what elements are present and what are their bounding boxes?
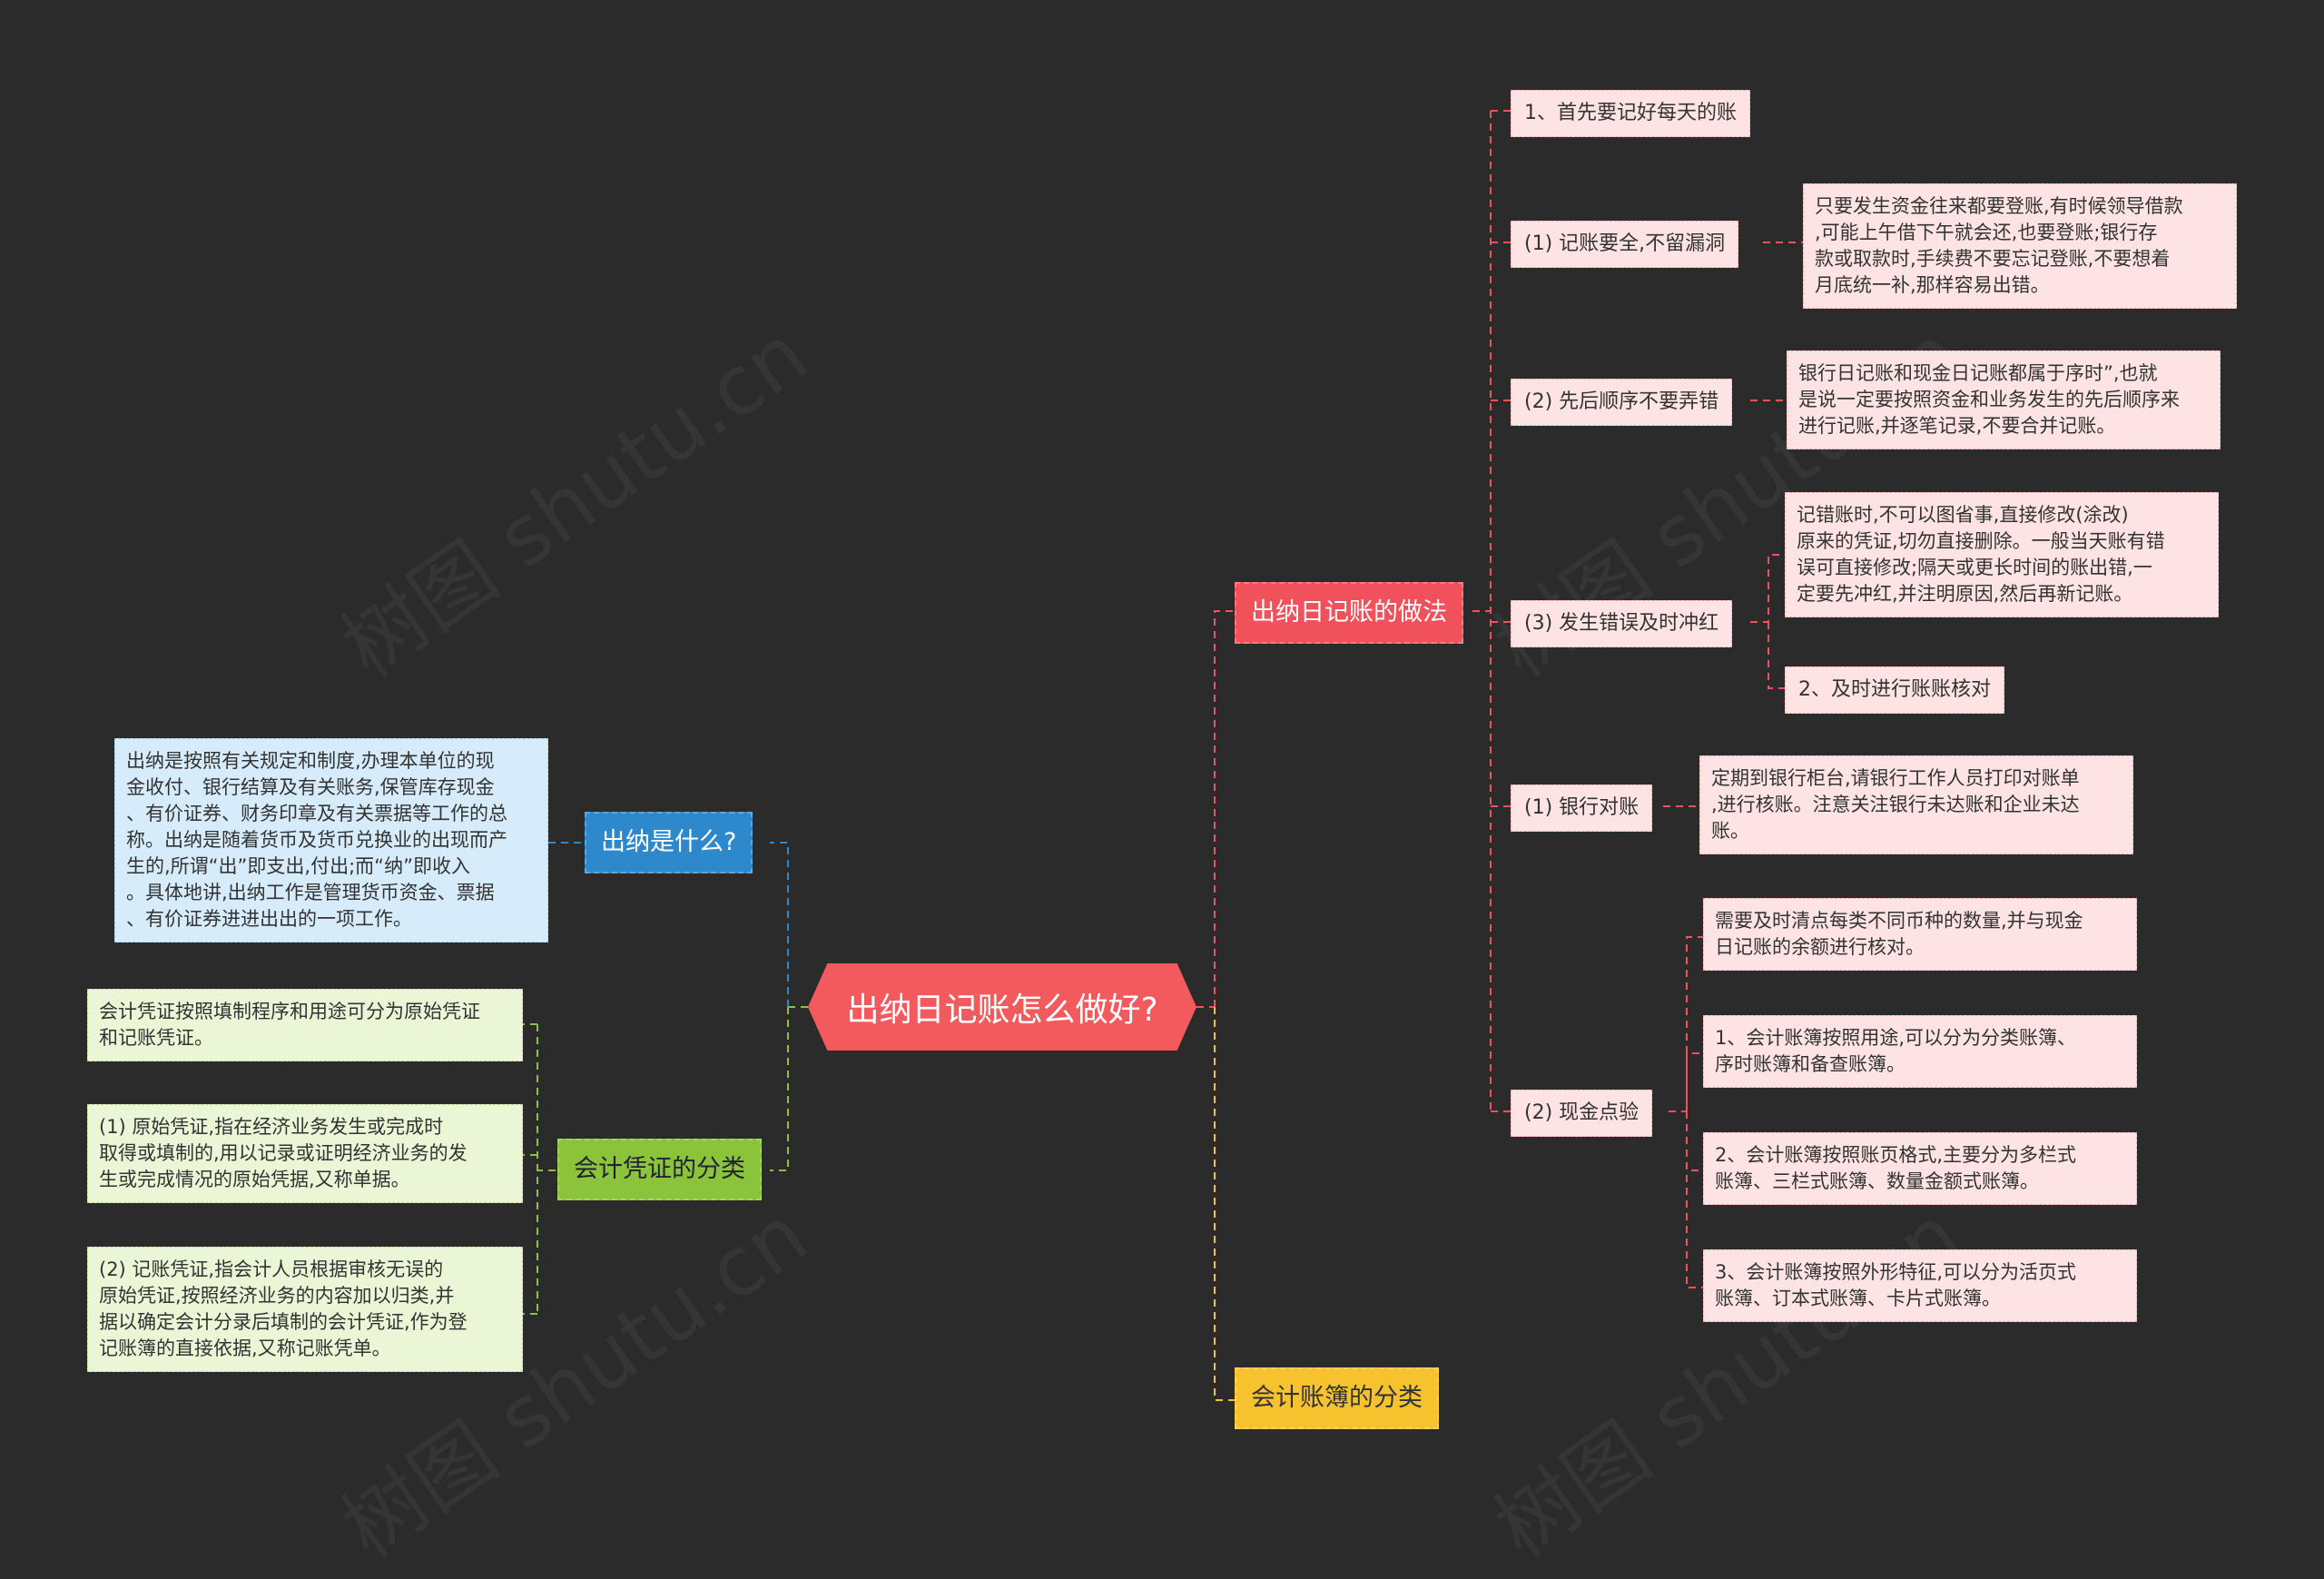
detail-error-correction[interactable]: 记错账时,不可以图省事,直接修改(涂改) 原来的凭证,切勿直接删除。一般当天账有… [1785, 492, 2219, 617]
topic-bank-reconciliation[interactable]: (1) 银行对账 [1511, 785, 1653, 832]
detail-order[interactable]: 银行日记账和现金日记账都属于序时”,也就 是说一定要按照资金和业务发生的先后顺序… [1787, 350, 2221, 449]
topic-complete-record[interactable]: (1) 记账要全,不留漏洞 [1511, 221, 1739, 268]
detail-cashier-definition[interactable]: 出纳是按照有关规定和制度,办理本单位的现 金收付、银行结算及有关账务,保管库存现… [114, 738, 548, 942]
detail-cash-count[interactable]: 需要及时清点每类不同币种的数量,并与现金 日记账的余额进行核对。 [1703, 898, 2137, 971]
detail-bank-reconciliation[interactable]: 定期到银行柜台,请银行工作人员打印对账单 ,进行核账。注意关注银行未达账和企业未… [1699, 755, 2133, 854]
detail-complete-record[interactable]: 只要发生资金往来都要登账,有时候领导借款 ,可能上午借下午就会还,也要登账;银行… [1803, 183, 2237, 309]
detail-record-voucher[interactable]: (2) 记账凭证,指会计人员根据审核无误的 原始凭证,按照经济业务的内容加以归类… [87, 1247, 523, 1372]
detail-book-by-shape[interactable]: 3、会计账簿按照外形特征,可以分为活页式 账簿、订本式账簿、卡片式账簿。 [1703, 1249, 2137, 1322]
topic-cash-count[interactable]: (2) 现金点验 [1511, 1090, 1653, 1137]
detail-book-by-format[interactable]: 2、会计账簿按照账页格式,主要分为多栏式 账簿、三栏式账簿、数量金额式账簿。 [1703, 1132, 2137, 1205]
topic-error-correction[interactable]: (3) 发生错误及时冲红 [1511, 600, 1733, 647]
topic-order[interactable]: (2) 先后顺序不要弄错 [1511, 379, 1733, 426]
topic-first-record-daily[interactable]: 1、首先要记好每天的账 [1511, 90, 1750, 137]
detail-book-by-use[interactable]: 1、会计账簿按照用途,可以分为分类账簿、 序时账簿和备查账簿。 [1703, 1015, 2137, 1088]
topic-account-check[interactable]: 2、及时进行账账核对 [1785, 666, 2004, 714]
connector-lines [523, 110, 1803, 1401]
root-topic[interactable]: 出纳日记账怎么做好? [808, 963, 1196, 1051]
detail-original-voucher[interactable]: (1) 原始凭证,指在经济业务发生或完成时 取得或填制的,用以记录或证明经济业务… [87, 1104, 523, 1203]
detail-voucher-intro[interactable]: 会计凭证按照填制程序和用途可分为原始凭证 和记账凭证。 [87, 989, 523, 1061]
branch-what-is-cashier[interactable]: 出纳是什么? [585, 812, 753, 873]
branch-book-classification[interactable]: 会计账簿的分类 [1235, 1367, 1439, 1429]
branch-practice[interactable]: 出纳日记账的做法 [1235, 582, 1463, 644]
branch-voucher-classification[interactable]: 会计凭证的分类 [557, 1139, 762, 1200]
